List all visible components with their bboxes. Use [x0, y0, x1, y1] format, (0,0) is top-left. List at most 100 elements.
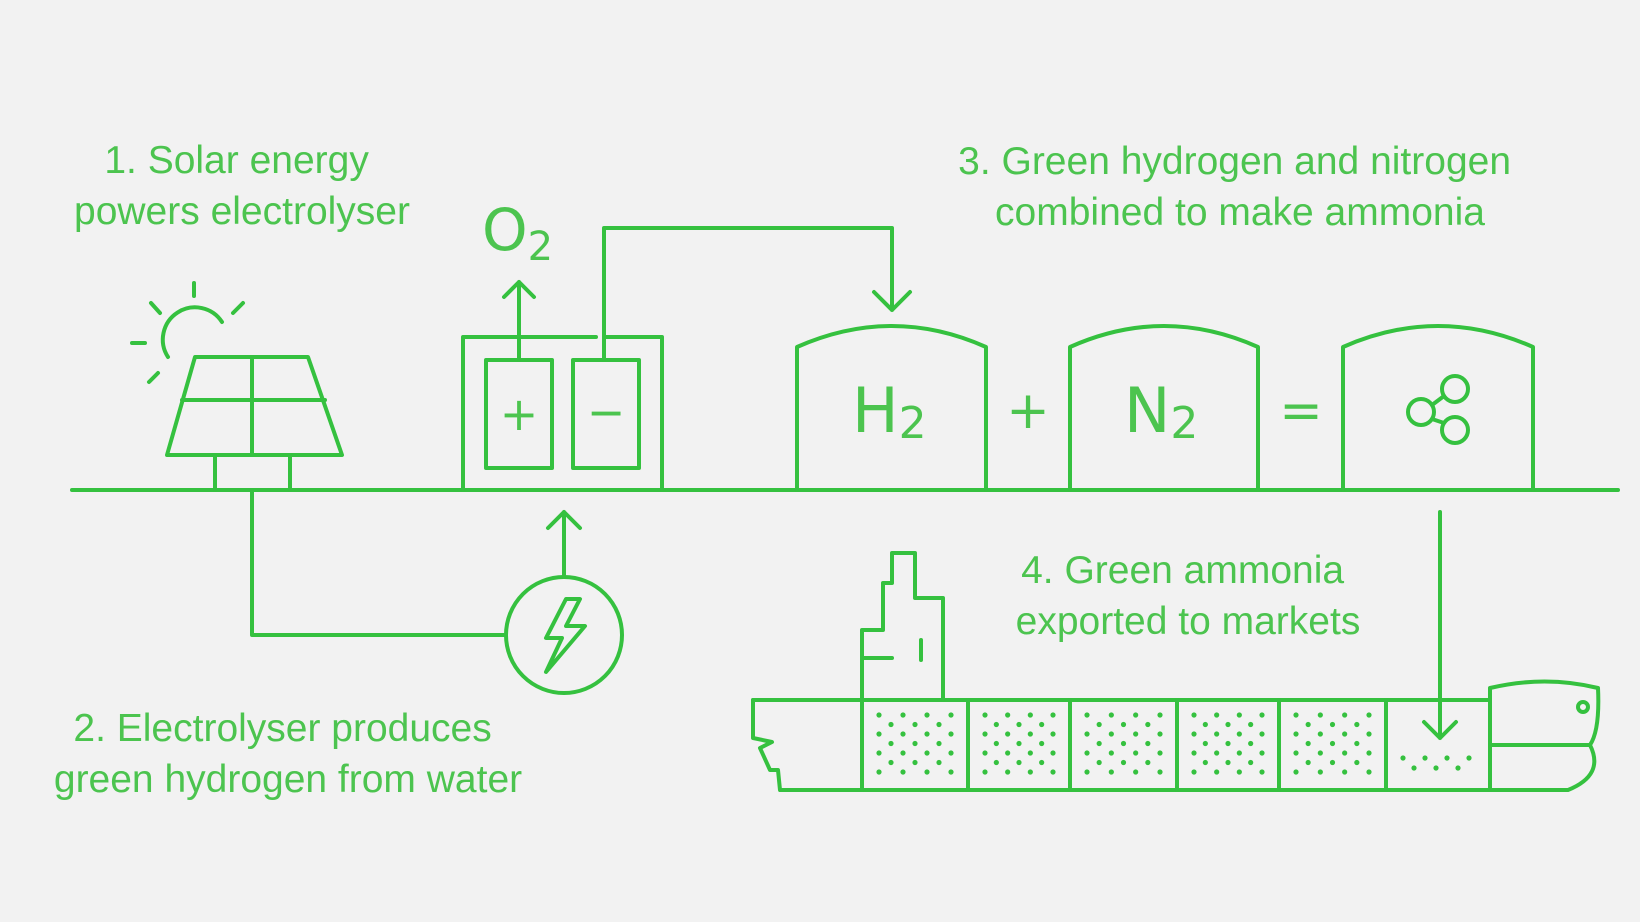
- cargo-dot: [1108, 731, 1114, 737]
- cargo-dot: [1329, 759, 1336, 766]
- cargo-dot: [1050, 750, 1056, 756]
- cargo-ship-icon: [751, 551, 1601, 792]
- cathode-sign: −: [587, 385, 626, 439]
- cargo-dot: [1096, 721, 1102, 728]
- cargo-dot: [1236, 750, 1242, 756]
- step-4-label: 4. Green ammonia exported to markets: [1016, 549, 1361, 643]
- cargo-dot: [1225, 740, 1231, 747]
- oxygen-formula: O2: [482, 196, 553, 270]
- cargo-dot: [1317, 750, 1323, 756]
- cargo-dot: [1236, 769, 1242, 775]
- cargo-dot: [1039, 740, 1045, 747]
- molecule-share-icon: [1406, 374, 1470, 445]
- cargo-dot: [1214, 731, 1220, 737]
- cargo-dot: [900, 731, 906, 737]
- hydrogen-pipe: [602, 226, 912, 362]
- cargo-dot: [924, 731, 930, 737]
- step-2-line-1: 2. Electrolyser produces: [73, 707, 491, 750]
- cargo-dot: [1305, 740, 1311, 747]
- cargo-dot: [1236, 712, 1242, 718]
- cargo-dot: [1120, 759, 1127, 766]
- cargo-dot: [1096, 740, 1102, 747]
- cargo-dot: [1342, 731, 1348, 737]
- cargo-dot: [1259, 750, 1265, 756]
- cargo-dot: [948, 750, 954, 756]
- cargo-dot: [1016, 740, 1022, 747]
- cargo-dot: [1354, 759, 1360, 766]
- step-4-line-1: 4. Green ammonia: [1021, 549, 1344, 592]
- power-wire: [250, 488, 508, 637]
- cargo-dot: [1050, 712, 1056, 718]
- cargo-dot: [1293, 750, 1299, 756]
- cargo-dot: [900, 712, 906, 718]
- nitrogen-symbol: N: [1124, 374, 1170, 447]
- cargo-dot: [982, 750, 988, 756]
- cargo-dot: [948, 769, 954, 775]
- cargo-dot: [1202, 721, 1208, 728]
- cargo-dot: [1120, 740, 1127, 747]
- step-2-label: 2. Electrolyser produces green hydrogen …: [54, 707, 522, 801]
- cargo-dot: [1366, 712, 1372, 718]
- cargo-dot: [1248, 721, 1254, 728]
- power-arrow: [546, 510, 582, 579]
- cargo-dot: [1027, 750, 1033, 756]
- cargo-dot: [1248, 759, 1254, 766]
- cargo-dot: [1225, 759, 1231, 766]
- cargo-dot: [1400, 755, 1406, 761]
- nitrogen-tank: [1068, 324, 1260, 492]
- cargo-dot: [1248, 740, 1254, 747]
- cargo-dot: [982, 712, 988, 718]
- cargo-dot: [1214, 712, 1220, 718]
- cargo-dot: [1191, 731, 1197, 737]
- hydrogen-symbol: H: [852, 374, 899, 447]
- cargo-dot: [912, 759, 918, 766]
- cargo-dot: [1329, 740, 1336, 747]
- cargo-dot: [1191, 769, 1197, 775]
- cargo-dot: [982, 769, 988, 775]
- cargo-dot: [1027, 731, 1033, 737]
- step-1-line-1: 1. Solar energy: [104, 139, 369, 182]
- cargo-dot: [1005, 712, 1011, 718]
- cargo-dot: [1005, 769, 1011, 775]
- cargo-dot: [888, 759, 894, 766]
- cargo-dot: [1236, 731, 1242, 737]
- plus-operator: +: [1006, 381, 1050, 441]
- step-1-line-2: powers electrolyser: [74, 190, 410, 233]
- cargo-dot: [888, 740, 894, 747]
- electrolyser: [461, 335, 664, 492]
- cargo-dot: [912, 721, 918, 728]
- cargo-dot: [1191, 712, 1197, 718]
- equals-operator: =: [1279, 381, 1323, 441]
- cargo-dot: [924, 750, 930, 756]
- cargo-dot: [1005, 750, 1011, 756]
- cargo-dot: [1084, 731, 1090, 737]
- cargo-dot: [1157, 769, 1163, 775]
- cargo-dot: [993, 759, 999, 766]
- cargo-dot: [1444, 755, 1450, 761]
- cargo-dot: [1016, 721, 1022, 728]
- cargo-dot: [1016, 759, 1022, 766]
- cargo-dot: [1039, 721, 1045, 728]
- cargo-dot: [1027, 712, 1033, 718]
- cargo-dot: [1191, 750, 1197, 756]
- ammonia-tank: [1341, 324, 1535, 492]
- cargo-dot: [1120, 721, 1127, 728]
- anode-sign: +: [500, 387, 539, 441]
- cargo-dot: [876, 750, 882, 756]
- cargo-dot: [1108, 750, 1114, 756]
- step-3-line-2: combined to make ammonia: [995, 191, 1485, 234]
- cargo-dot: [982, 731, 988, 737]
- cargo-dot: [948, 712, 954, 718]
- cargo-dot: [1157, 750, 1163, 756]
- cargo-dot: [1317, 712, 1323, 718]
- cargo-dot: [1259, 731, 1265, 737]
- cargo-dot: [1342, 769, 1348, 775]
- cargo-dot: [876, 769, 882, 775]
- cargo-dot: [1329, 721, 1336, 728]
- export-arrow: [1422, 510, 1458, 740]
- cargo-dot: [876, 731, 882, 737]
- cargo-dot: [993, 740, 999, 747]
- cargo-dot: [948, 731, 954, 737]
- cargo-dot: [1202, 740, 1208, 747]
